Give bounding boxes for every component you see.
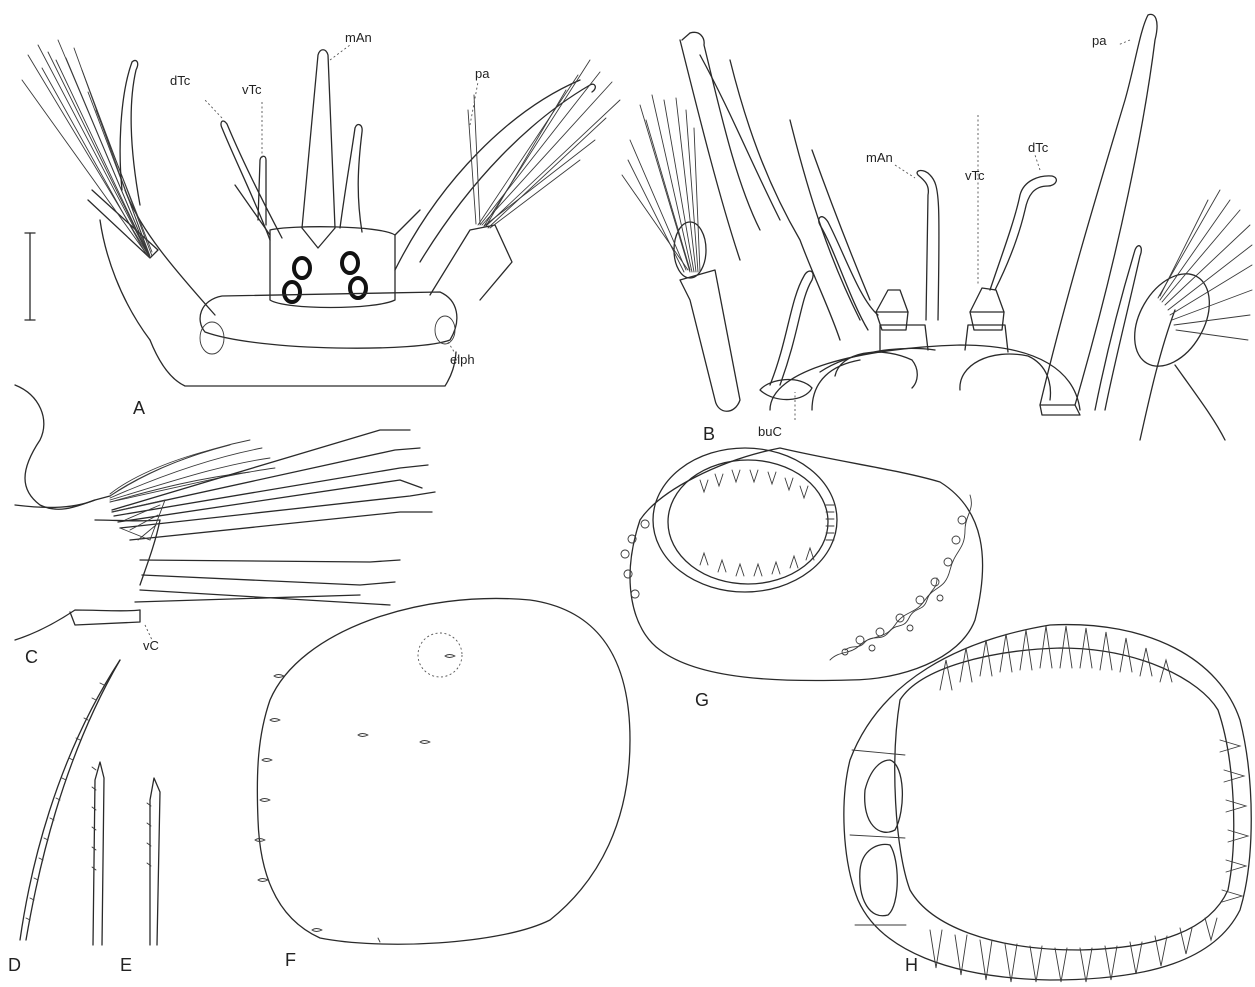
panel-letter-f: F — [285, 950, 296, 971]
panel-letter-a: A — [133, 398, 145, 419]
panel-c-drawing — [15, 385, 435, 640]
right-chaetae-a — [468, 60, 620, 228]
label-a-vtc: vTc — [242, 82, 262, 97]
panel-g-drawing — [621, 448, 983, 681]
sensory-pits — [255, 655, 455, 943]
label-a-man: mAn — [345, 30, 372, 45]
g-granular-mass — [830, 495, 971, 660]
panel-a-drawing — [22, 40, 620, 386]
panel-d-drawing — [20, 660, 120, 940]
panel-letter-d: D — [8, 955, 21, 976]
label-a-pa: pa — [475, 66, 489, 81]
label-c-vc: vC — [143, 638, 159, 653]
panel-letter-b: B — [703, 424, 715, 445]
label-b-man: mAn — [866, 150, 893, 165]
panel-h-drawing — [844, 625, 1251, 982]
panel-f-drawing — [255, 598, 630, 944]
g-jaw-teeth — [700, 470, 814, 576]
label-a-elph: elph — [450, 352, 475, 367]
panel-e-drawing — [92, 762, 160, 945]
panel-letter-c: C — [25, 647, 38, 668]
panel-b-drawing — [622, 14, 1252, 440]
left-chaetae-b — [622, 95, 700, 272]
scale-bar — [25, 233, 35, 320]
label-b-buc: buC — [758, 424, 782, 439]
label-b-dtc: dTc — [1028, 140, 1048, 155]
label-a-dtc: dTc — [170, 73, 190, 88]
panel-letter-h: H — [905, 955, 918, 976]
panel-letter-e: E — [120, 955, 132, 976]
label-b-vtc: vTc — [965, 168, 985, 183]
compound-chaetae — [112, 430, 435, 605]
panel-letter-g: G — [695, 690, 709, 711]
label-b-pa: pa — [1092, 33, 1106, 48]
